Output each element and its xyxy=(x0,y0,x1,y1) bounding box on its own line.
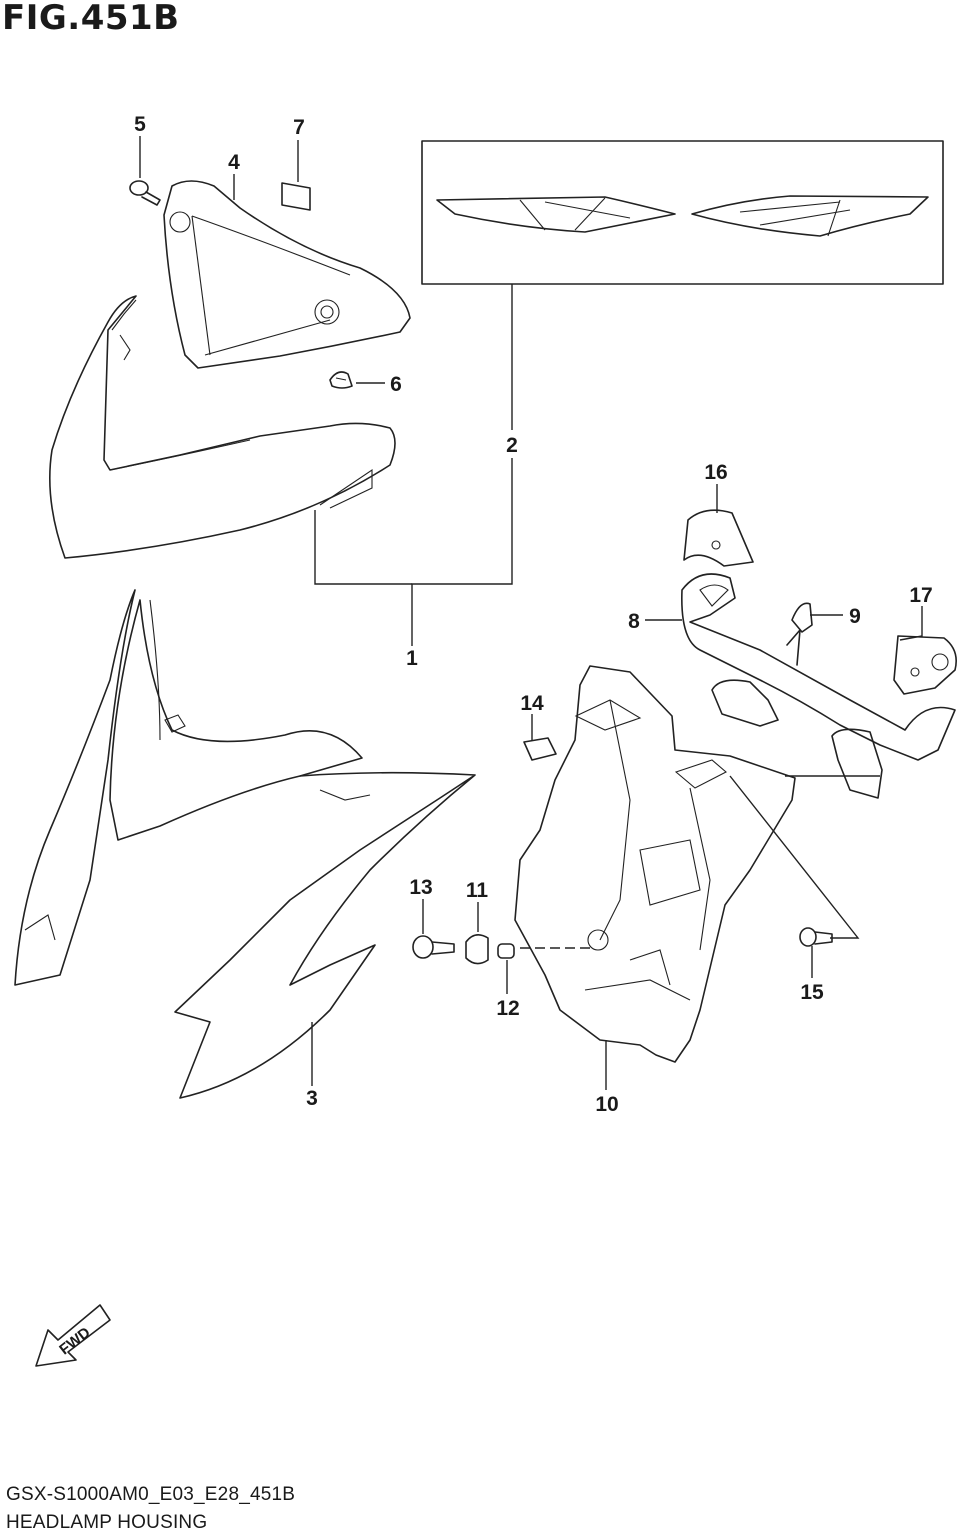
callout-7: 7 xyxy=(293,116,305,139)
part-6-clip[interactable] xyxy=(329,371,353,389)
section-name: HEADLAMP HOUSING xyxy=(6,1512,208,1533)
callout-5: 5 xyxy=(134,113,146,136)
part-2-decal-set[interactable] xyxy=(421,140,944,285)
fwd-label: FWD xyxy=(56,1324,94,1359)
callout-11: 11 xyxy=(466,879,489,902)
callout-4: 4 xyxy=(228,151,240,174)
part-3-side-cowl[interactable] xyxy=(14,589,476,1099)
callout-17: 17 xyxy=(909,584,932,607)
callout-2: 2 xyxy=(506,434,518,457)
part-17-bracket[interactable] xyxy=(893,635,957,695)
callout-10: 10 xyxy=(595,1093,618,1116)
part-14-nut[interactable] xyxy=(523,737,557,761)
callout-3: 3 xyxy=(306,1087,318,1110)
callout-12: 12 xyxy=(496,997,519,1020)
part-10-headlamp-bracket[interactable] xyxy=(514,665,796,1063)
fwd-arrow-icon xyxy=(35,1304,111,1367)
part-1-cowling[interactable] xyxy=(48,295,396,559)
part-8-stay[interactable] xyxy=(681,573,956,799)
part-9-grommet[interactable] xyxy=(791,602,813,633)
model-code: GSX-S1000AM0_E03_E28_451B xyxy=(6,1484,296,1505)
leader-lines xyxy=(139,136,923,1090)
figure-title: FIG.451B xyxy=(2,0,180,38)
callout-8: 8 xyxy=(628,610,640,633)
part-11-grommet[interactable] xyxy=(465,934,489,965)
callout-9: 9 xyxy=(849,605,861,628)
callout-1: 1 xyxy=(406,647,418,670)
part-16-bracket[interactable] xyxy=(683,509,754,567)
part-7-label[interactable] xyxy=(281,182,311,211)
part-5-screw[interactable] xyxy=(129,180,161,206)
callout-16: 16 xyxy=(704,461,727,484)
part-4-cowl-cover[interactable] xyxy=(163,180,411,369)
callout-15: 15 xyxy=(800,981,824,1004)
callout-6: 6 xyxy=(390,373,402,396)
callout-labels: 5 4 7 6 2 1 16 8 9 17 14 13 11 12 15 3 1… xyxy=(134,113,933,1116)
part-13-bolt[interactable] xyxy=(412,935,455,959)
part-12-collar[interactable] xyxy=(497,943,515,959)
callout-14: 14 xyxy=(520,692,544,715)
callout-13: 13 xyxy=(409,876,432,899)
part-15-bolt[interactable] xyxy=(799,927,833,947)
